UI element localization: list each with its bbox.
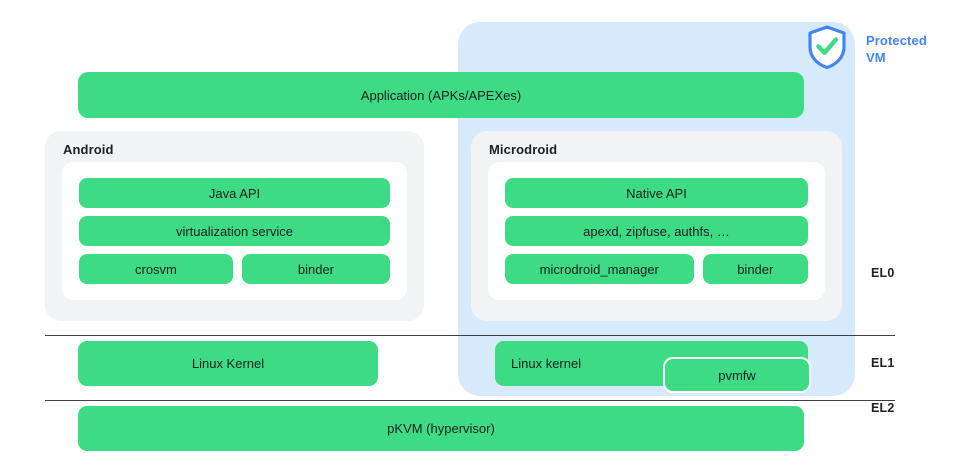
exception-level-el0-label: EL0 xyxy=(871,266,895,280)
microdroid-group: Microdroid Native API apexd, zipfuse, au… xyxy=(471,131,842,321)
microdroid-native-api-block: Native API xyxy=(505,178,808,208)
microdroid-group-title: Microdroid xyxy=(489,142,558,157)
android-group-title: Android xyxy=(63,142,114,157)
android-virtualization-service-block: virtualization service xyxy=(79,216,390,246)
protected-vm-label: Protected VM xyxy=(866,32,950,66)
android-group: Android Java API virtualization service … xyxy=(45,131,424,321)
microdroid-inner-panel: Native API apexd, zipfuse, authfs, … mic… xyxy=(488,162,825,300)
shield-check-icon xyxy=(805,24,849,70)
application-block: Application (APKs/APEXes) xyxy=(78,72,804,118)
android-row-1: Java API xyxy=(79,178,390,208)
protected-vm-label-line1: Protected xyxy=(866,33,927,48)
divider-el0-el1 xyxy=(45,335,895,336)
pvmfw-block: pvmfw xyxy=(663,357,811,393)
microdroid-row-2: apexd, zipfuse, authfs, … xyxy=(505,216,808,246)
android-inner-panel: Java API virtualization service crosvm b… xyxy=(62,162,407,300)
exception-level-el1-label: EL1 xyxy=(871,356,895,370)
microdroid-row-3: microdroid_manager binder xyxy=(505,254,808,284)
protected-vm-label-line2: VM xyxy=(866,50,886,65)
android-row-3: crosvm binder xyxy=(79,254,390,284)
microdroid-row-1: Native API xyxy=(505,178,808,208)
microdroid-manager-block: microdroid_manager xyxy=(505,254,694,284)
divider-el1-el2 xyxy=(45,400,895,401)
exception-level-el2-label: EL2 xyxy=(871,401,895,415)
host-linux-kernel-block: Linux Kernel xyxy=(78,341,378,386)
microdroid-daemons-block: apexd, zipfuse, authfs, … xyxy=(505,216,808,246)
android-binder-block: binder xyxy=(241,254,390,284)
android-crosvm-block: crosvm xyxy=(79,254,233,284)
microdroid-binder-block: binder xyxy=(702,254,808,284)
android-row-2: virtualization service xyxy=(79,216,390,246)
pkvm-hypervisor-block: pKVM (hypervisor) xyxy=(78,406,804,451)
android-java-api-block: Java API xyxy=(79,178,390,208)
